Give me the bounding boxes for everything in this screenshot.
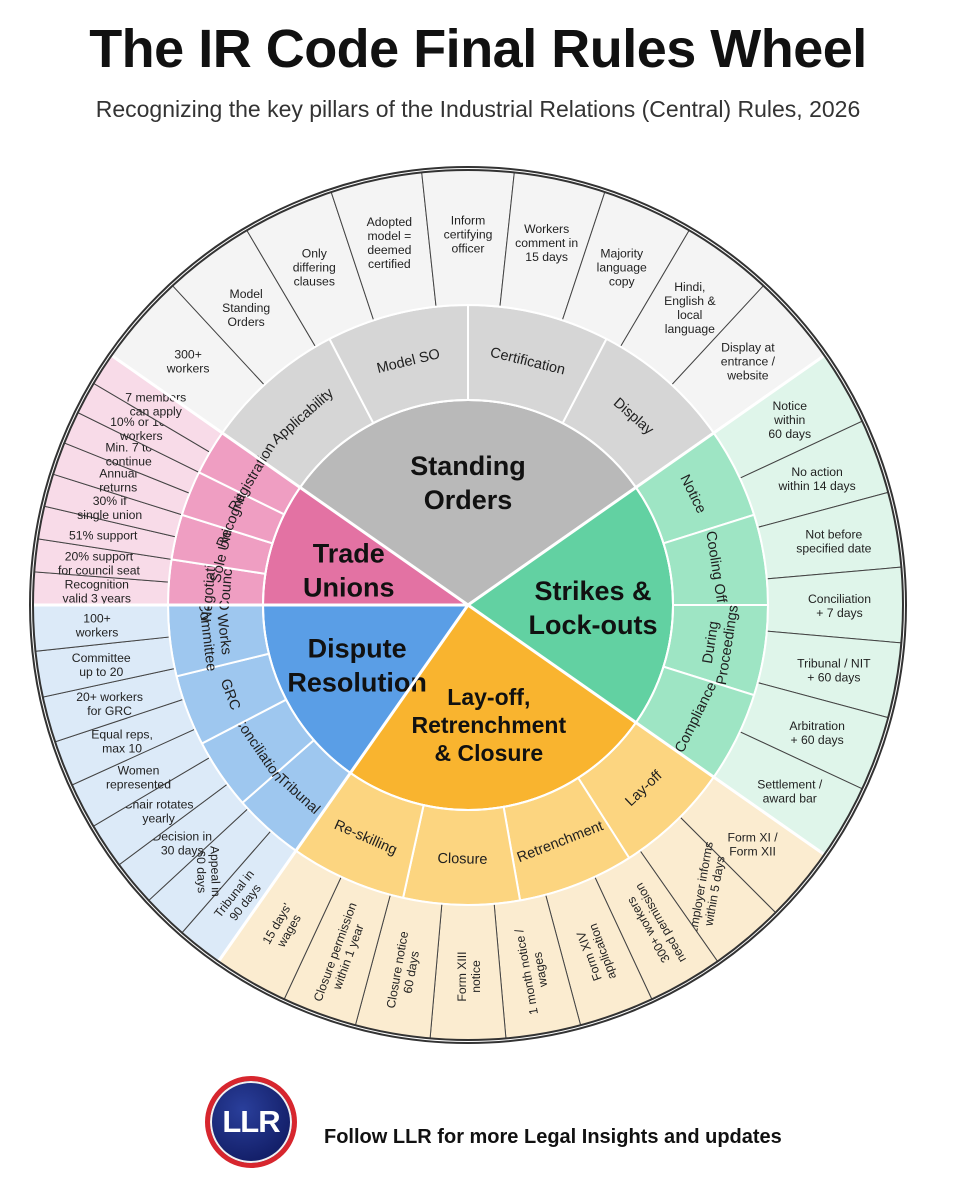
detail-text: Conciliation+ 7 days (808, 592, 871, 620)
detail-text: Settlement /award bar (757, 778, 823, 806)
pillar-divider (467, 603, 826, 856)
detail-text: 51% support (69, 528, 138, 542)
page-title: The IR Code Final Rules Wheel (89, 19, 867, 79)
detail-text: Tribunal / NIT+ 60 days (797, 656, 871, 684)
detail-text: Arbitration+ 60 days (789, 719, 845, 747)
ring-outline (32, 169, 904, 1041)
footer-tagline: Follow LLR for more Legal Insights and u… (324, 1126, 782, 1148)
subtopic-label: Closure (437, 851, 487, 868)
page-subtitle: Recognizing the key pillars of the Indus… (95, 96, 861, 122)
ring-separator (167, 304, 769, 906)
detail-text: Form XI /Form XII (728, 831, 779, 859)
pillar-name: Strikes &Lock-outs (528, 576, 657, 640)
llr-logo-text: LLR (222, 1104, 280, 1139)
detail-text: Form XIIInotice (455, 951, 483, 1001)
pillar-divider (217, 604, 470, 963)
detail-text: Equal reps,max 10 (91, 727, 153, 755)
pillar-divider (467, 354, 826, 607)
pillar-name: Lay-off,Retrenchment& Closure (412, 684, 567, 766)
ring-separator (262, 399, 674, 811)
detail-text: Appeal in60 days (194, 846, 223, 898)
detail-text: 300+workers (166, 348, 210, 376)
pillar-divider (110, 354, 469, 607)
detail-text: 100+workers (75, 612, 119, 640)
llr-logo[interactable]: LLR (205, 1076, 297, 1168)
